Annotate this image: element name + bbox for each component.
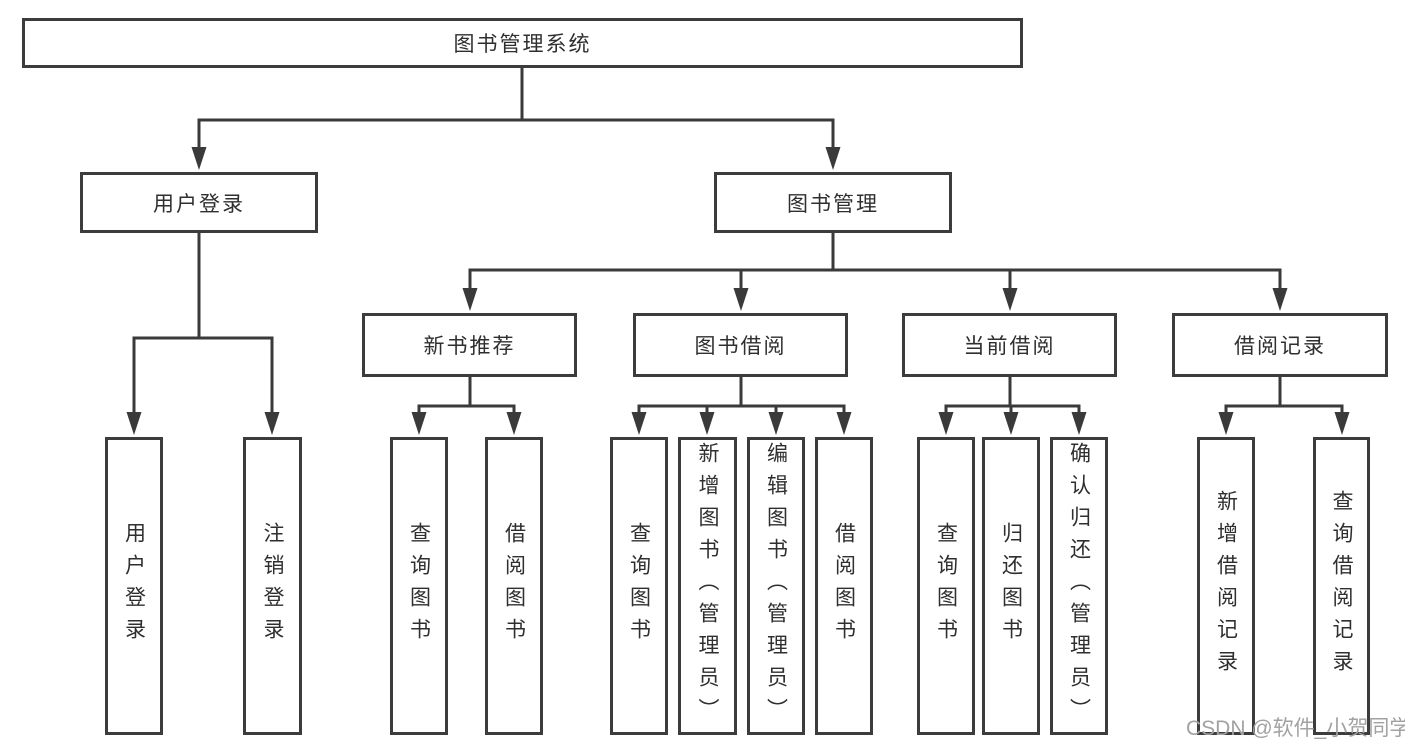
arrow-icon	[836, 412, 852, 435]
node-new-book-recommend: 新书推荐	[362, 313, 577, 377]
leaf-query-books-3: 查询图书	[917, 437, 975, 735]
connector-book-mgmt-split	[468, 268, 1282, 288]
arrow-icon	[631, 412, 647, 435]
arrow-icon	[733, 288, 749, 311]
leaf-add-borrow-record: 新增借阅记录	[1197, 437, 1255, 735]
arrow-icon	[825, 147, 841, 170]
node-current-borrowing: 当前借阅	[902, 313, 1117, 377]
arrow-icon	[506, 412, 522, 435]
node-book-management: 图书管理	[714, 172, 952, 233]
node-borrowing-records: 借阅记录	[1172, 313, 1388, 377]
arrow-icon	[1272, 288, 1288, 311]
leaf-return-books: 归还图书	[982, 437, 1040, 735]
connector-root-split	[197, 118, 835, 147]
node-root: 图书管理系统	[22, 18, 1023, 68]
leaf-confirm-return-admin: 确认归还（管理员）	[1050, 437, 1108, 735]
watermark: CSDN @软件_小贺同学	[1186, 717, 1405, 740]
leaf-borrow-books-1: 借阅图书	[485, 437, 543, 735]
leaf-borrow-books-2: 借阅图书	[815, 437, 873, 735]
arrow-icon	[1071, 412, 1087, 435]
node-book-borrowing: 图书借阅	[633, 313, 848, 377]
leaf-add-books-admin: 新增图书（管理员）	[678, 437, 737, 735]
arrow-icon	[1218, 412, 1234, 435]
arrow-icon	[411, 412, 427, 435]
leaf-logout: 注销登录	[243, 437, 302, 735]
arrow-icon	[191, 147, 207, 170]
leaf-query-books-1: 查询图书	[390, 437, 448, 735]
leaf-query-borrow-record: 查询借阅记录	[1313, 437, 1370, 735]
leaf-edit-books-admin: 编辑图书（管理员）	[747, 437, 805, 735]
arrow-icon	[699, 412, 715, 435]
leaf-user-login: 用户登录	[105, 437, 163, 735]
arrow-icon	[1003, 412, 1019, 435]
node-user-login: 用户登录	[80, 172, 318, 233]
leaf-query-books-2: 查询图书	[610, 437, 668, 735]
arrow-icon	[1002, 288, 1018, 311]
arrow-icon	[462, 288, 478, 311]
connector-new-book-split	[417, 404, 516, 414]
arrow-icon	[264, 412, 280, 435]
connector-book-borrow-split	[637, 404, 846, 414]
arrow-icon	[938, 412, 954, 435]
connector-user-login-split	[132, 336, 274, 414]
arrow-icon	[768, 412, 784, 435]
arrow-icon	[1334, 412, 1350, 435]
arrow-icon	[126, 412, 142, 435]
connector-records-split	[1224, 404, 1344, 414]
arrowheads	[126, 147, 1350, 435]
